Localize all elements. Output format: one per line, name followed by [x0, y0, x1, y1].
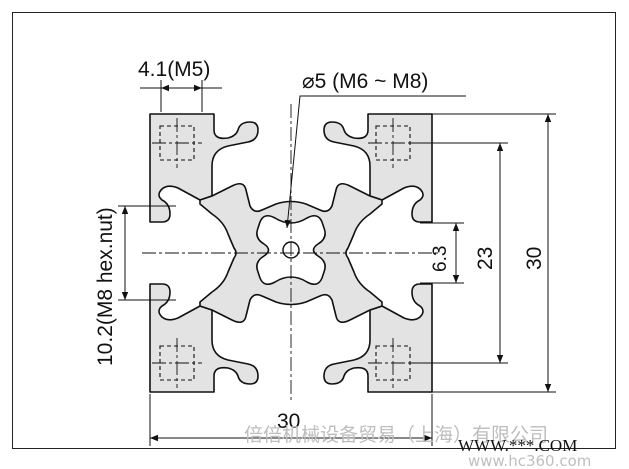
aluminium-profile	[149, 113, 433, 393]
dimension-lines	[118, 80, 556, 446]
corner-block-bottom-right	[323, 283, 433, 393]
centerlines	[142, 104, 440, 402]
profile-height-label: 30	[523, 247, 546, 270]
watermark: 倍倍机械设备贸易（上海）有限公司 WWW.***.COM www.hc360.c…	[244, 424, 591, 469]
watermark-company: 倍倍机械设备贸易（上海）有限公司	[244, 424, 548, 446]
hex-nut-label: 10.2(M8 hex.nut)	[94, 207, 117, 366]
profile-width-label: 30	[277, 410, 300, 433]
hole-size-label: ⌀5 (M6 ~ M8)	[302, 70, 428, 93]
slot-width-label: 4.1(M5)	[138, 58, 210, 81]
inner-distance-label: 23	[474, 247, 497, 270]
drawing-frame	[12, 12, 616, 449]
watermark-site: WWW.***.COM	[458, 436, 577, 455]
core-width-label: 6.3	[430, 246, 451, 272]
watermark-domain: www.hc360.com	[468, 452, 591, 469]
corner-block-top-right	[323, 113, 433, 223]
